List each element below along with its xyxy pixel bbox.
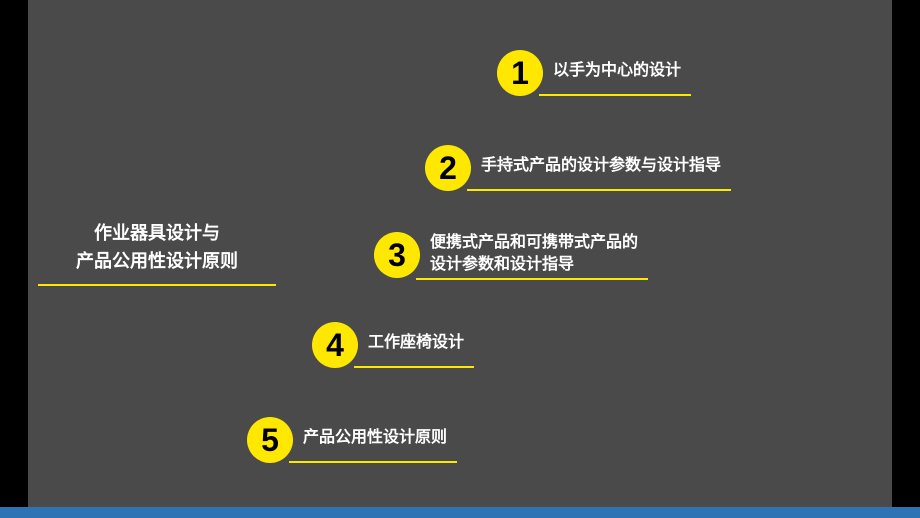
agenda-item-text: 手持式产品的设计参数与设计指导 [467, 145, 732, 191]
agenda-item-line: 以手为中心的设计 [553, 61, 682, 79]
left-black-bar [0, 0, 28, 507]
bottom-blue-bar [0, 507, 920, 518]
agenda-item-line: 工作座椅设计 [368, 333, 465, 351]
agenda-item-line: 手持式产品的设计参数与设计指导 [481, 156, 722, 174]
agenda-item-4: 4 工作座椅设计 [312, 322, 475, 368]
agenda-number-badge: 4 [312, 322, 358, 368]
agenda-item-text: 便携式产品和可携带式产品的 设计参数和设计指导 [416, 232, 649, 281]
agenda-item-text: 产品公用性设计原则 [289, 417, 458, 463]
right-black-bar [892, 0, 920, 507]
slide-title-line-1: 作业器具设计与 [94, 223, 220, 243]
agenda-item-1: 1 以手为中心的设计 [497, 50, 692, 96]
agenda-item-line: 便携式产品和可携带式产品的 [430, 234, 639, 251]
agenda-item-5: 5 产品公用性设计原则 [247, 417, 458, 463]
agenda-number-badge: 5 [247, 417, 293, 463]
agenda-number-badge: 3 [374, 232, 420, 278]
agenda-number-badge: 2 [425, 145, 471, 191]
slide-title: 作业器具设计与 产品公用性设计原则 [38, 220, 276, 286]
agenda-item-text: 工作座椅设计 [354, 322, 475, 368]
agenda-item-3: 3 便携式产品和可携带式产品的 设计参数和设计指导 [374, 232, 649, 281]
agenda-item-2: 2 手持式产品的设计参数与设计指导 [425, 145, 732, 191]
agenda-item-line: 设计参数和设计指导 [430, 255, 575, 273]
agenda-number-badge: 1 [497, 50, 543, 96]
agenda-item-text: 以手为中心的设计 [539, 50, 692, 96]
slide-title-line-2: 产品公用性设计原则 [76, 250, 238, 271]
agenda-item-line: 产品公用性设计原则 [303, 428, 448, 446]
